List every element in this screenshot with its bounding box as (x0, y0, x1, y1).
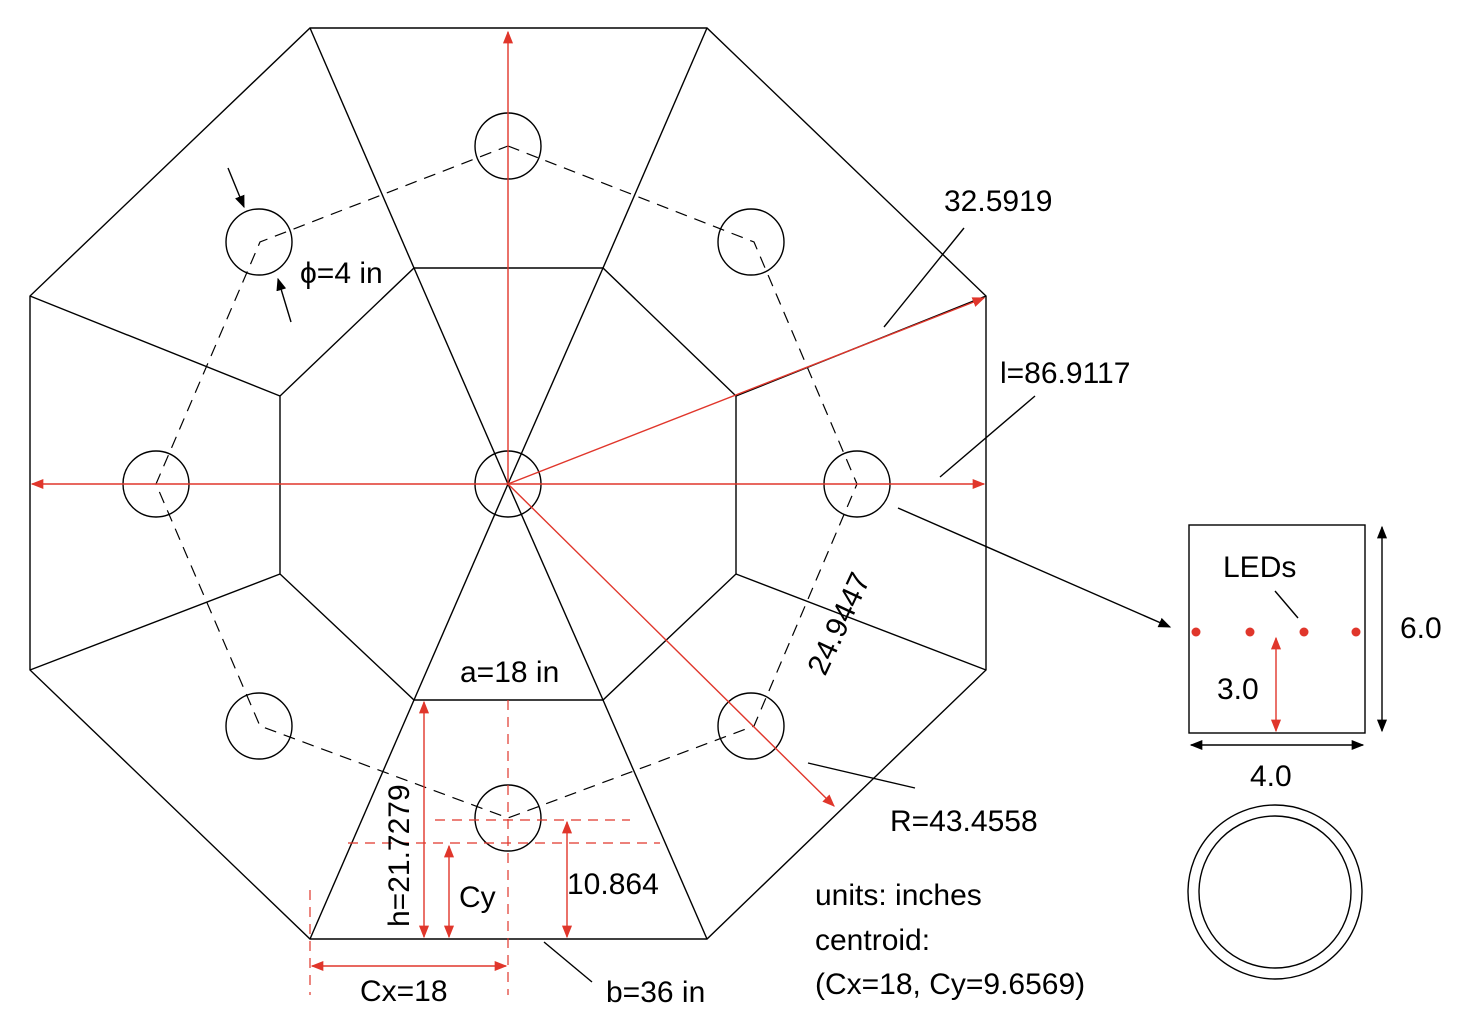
led-dot (1351, 627, 1361, 637)
length-label: l=86.9117 (1000, 357, 1130, 390)
centroid-label: centroid: (815, 924, 930, 957)
red-dimensions (30, 30, 986, 995)
diameter-label: ϕ=4 in (300, 257, 383, 290)
half-height-label: 10.864 (567, 868, 659, 901)
leds-label: LEDs (1223, 551, 1296, 584)
centroid-values-label: (Cx=18, Cy=9.6569) (815, 968, 1085, 1001)
labels: ϕ=4 in 32.5919 l=86.9117 24.9447 a=18 in… (300, 185, 1130, 1009)
diagonal-label: 32.5919 (944, 185, 1052, 218)
led-box-detail: LEDs 3.0 6.0 4.0 (1188, 524, 1442, 793)
units-label: units: inches (815, 879, 982, 912)
corner-radius-arrow (507, 297, 986, 485)
led-height-label: 3.0 (1217, 673, 1259, 706)
ring-inner (1198, 815, 1352, 969)
led-dot (1191, 627, 1201, 637)
fixture-circle (717, 208, 785, 276)
inner-side-label: a=18 in (460, 656, 559, 689)
fixture-circle (225, 692, 293, 760)
radius-arrow (507, 483, 835, 807)
ring-detail (1187, 804, 1363, 980)
cy-label: Cy (459, 881, 496, 914)
radius-label: R=43.4558 (890, 805, 1038, 838)
base-label: b=36 in (606, 976, 705, 1009)
fixture-circle (717, 692, 785, 760)
led-dot (1245, 627, 1255, 637)
box-width-label: 4.0 (1250, 760, 1292, 793)
led-dot (1299, 627, 1309, 637)
led-box (1188, 524, 1366, 734)
height-label: h=21.7279 (383, 784, 416, 927)
led-circle-path (155, 145, 858, 819)
ring-outer (1187, 804, 1363, 980)
box-height-label: 6.0 (1400, 612, 1442, 645)
leader-lines (227, 167, 1299, 983)
fixture-circle (225, 208, 293, 276)
cx-label: Cx=18 (360, 975, 448, 1008)
